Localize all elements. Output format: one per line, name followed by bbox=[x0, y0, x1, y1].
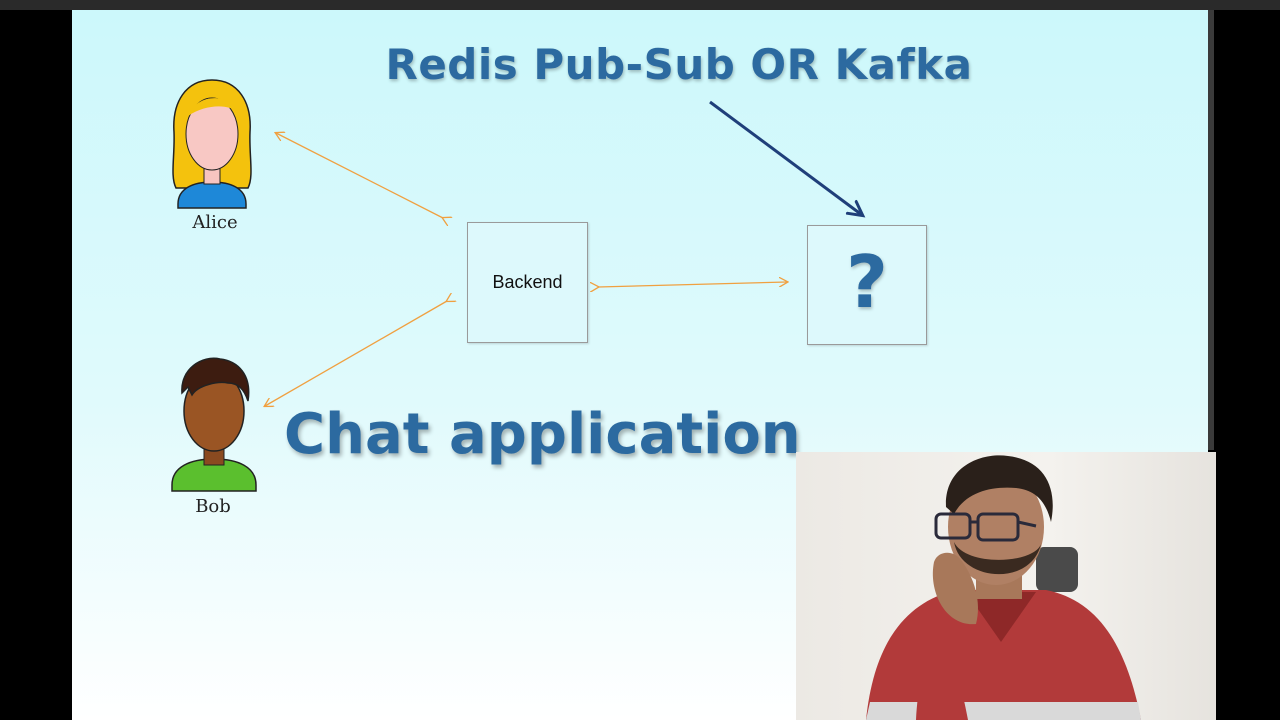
question-mark: ? bbox=[846, 240, 888, 324]
slide-title: Redis Pub-Sub OR Kafka bbox=[385, 40, 973, 89]
backend-box: Backend bbox=[467, 222, 588, 343]
user-label-alice: Alice bbox=[192, 212, 238, 233]
presenter-webcam bbox=[796, 452, 1216, 720]
presenter-figure bbox=[866, 455, 1141, 720]
slide-subtitle: Chat application bbox=[284, 402, 801, 467]
backend-queue-arrow bbox=[598, 282, 787, 287]
title-pointer-arrow bbox=[709, 100, 862, 215]
window-top-bar bbox=[0, 0, 1280, 10]
user-label-bob: Bob bbox=[195, 496, 231, 517]
male-user-icon bbox=[171, 357, 257, 492]
unknown-component-box: ? bbox=[807, 225, 927, 345]
bob-backend-arrow bbox=[265, 301, 447, 406]
female-user-icon bbox=[172, 79, 252, 209]
slide-edge bbox=[1208, 10, 1214, 450]
diagram-arrows bbox=[72, 100, 1208, 720]
slide-canvas: Redis Pub-Sub OR Kafka Alice bbox=[72, 10, 1208, 720]
alice-backend-arrow bbox=[276, 133, 443, 218]
backend-label: Backend bbox=[492, 272, 563, 292]
